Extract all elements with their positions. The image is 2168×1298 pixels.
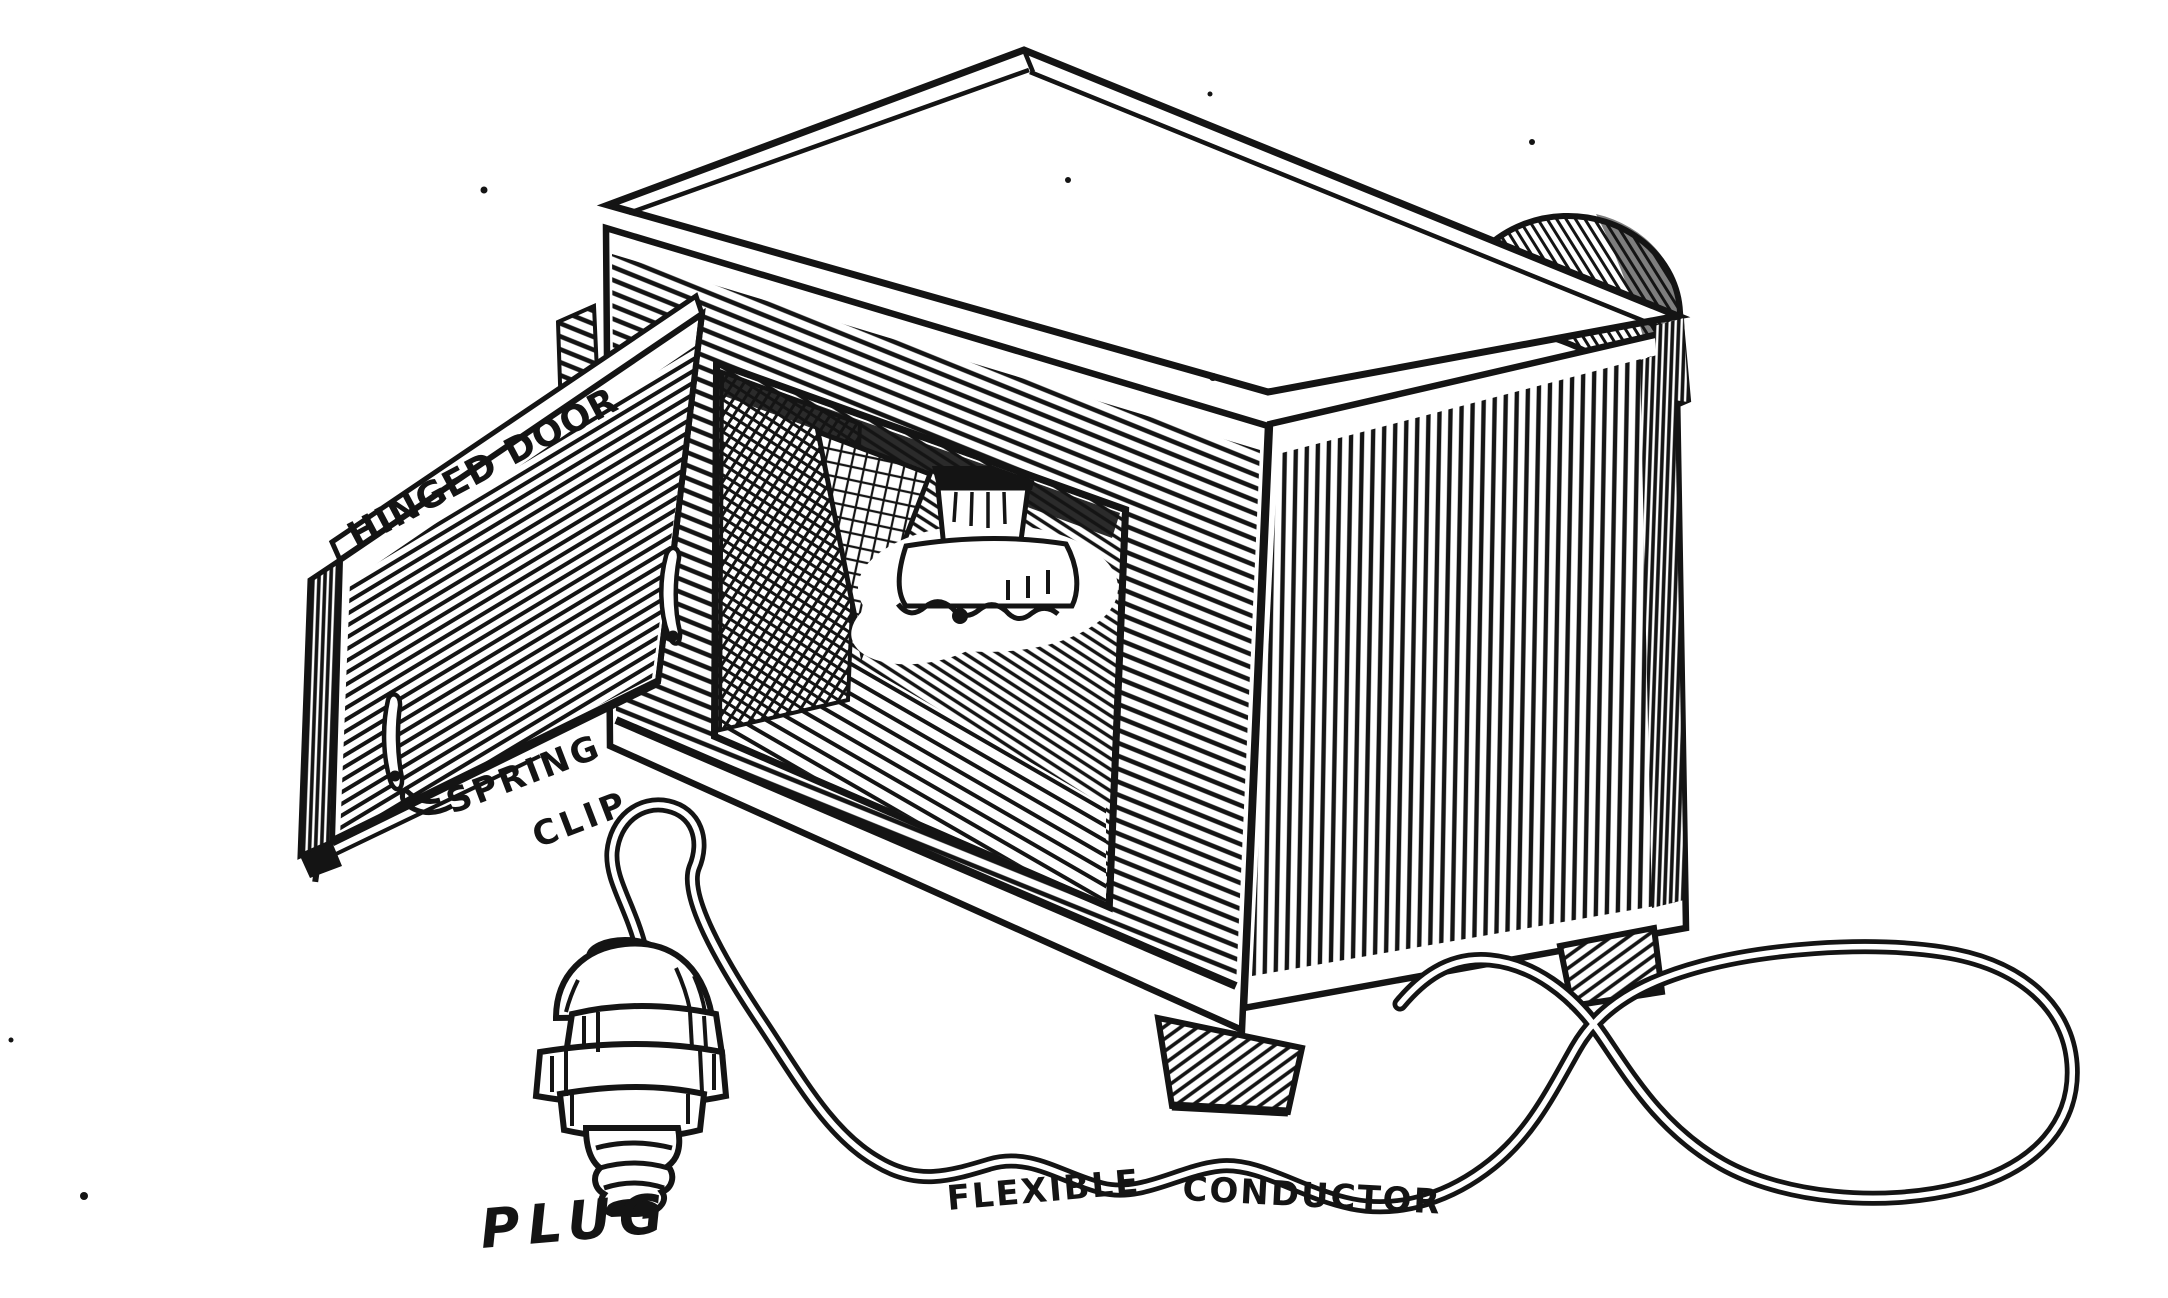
label-plug: PLUG xyxy=(478,1182,674,1261)
door-bottom-edge xyxy=(330,677,660,847)
foot-front xyxy=(1154,1014,1306,1116)
label-conductor: CONDUCTOR xyxy=(1182,1169,1443,1223)
right-face-shadow-edge xyxy=(1640,350,1684,908)
door-left-edge xyxy=(297,555,343,860)
box-interior xyxy=(718,368,1122,902)
socket-skirt xyxy=(896,535,1080,609)
spring-clip-lower xyxy=(381,692,441,804)
spring-clip-pointer xyxy=(399,788,454,815)
lid-trim-line-right xyxy=(1029,69,1667,333)
interior-floor xyxy=(718,658,1106,902)
lid-trim-line-left xyxy=(628,67,1030,216)
flexible-conductor-cord xyxy=(604,797,2080,1215)
box-lid xyxy=(596,46,1691,396)
hinged-door xyxy=(297,292,706,878)
front-base-edge xyxy=(614,716,1238,990)
box-right-face xyxy=(1240,318,1690,1012)
screw-plug xyxy=(532,937,730,1218)
door-opening xyxy=(710,358,1130,913)
plug-ring-shading xyxy=(550,1011,716,1126)
spring-clip-upper xyxy=(659,545,683,646)
ink-specks xyxy=(8,91,1535,1200)
plug-dome xyxy=(552,940,716,1022)
plug-tip xyxy=(607,1199,659,1217)
lamp-socket xyxy=(896,466,1080,624)
